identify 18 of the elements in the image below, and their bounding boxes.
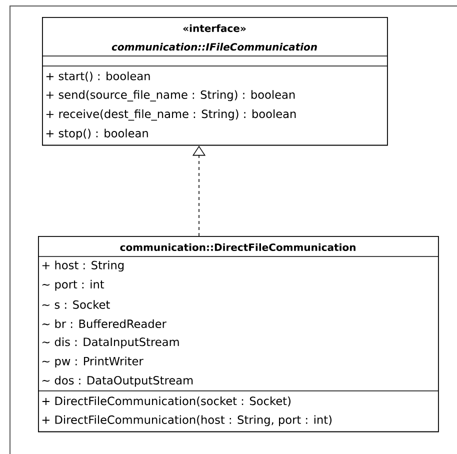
operation: + stop() : boolean xyxy=(46,128,148,140)
attribute: + host : String xyxy=(42,260,124,272)
operation: + DirectFileCommunication(socket : Socket) xyxy=(42,396,290,407)
operation: + start() : boolean xyxy=(46,72,150,82)
class-box xyxy=(38,236,439,432)
interface-box xyxy=(42,17,388,146)
stereotype: «interface» xyxy=(183,24,246,32)
class-name: communication::IFileCommunication xyxy=(112,42,317,51)
attribute: ~ br : BufferedReader xyxy=(42,319,166,328)
attribute: ~ dos : DataOutputStream xyxy=(42,376,193,387)
attribute: ~ dis : DataInputStream xyxy=(42,337,179,348)
class-name: communication::DirectFileCommunication xyxy=(120,243,356,252)
attribute: ~ port : int xyxy=(42,280,104,291)
operation: + receive(dest_file_name : String) : boolean xyxy=(46,109,296,121)
attribute: ~ s : Socket xyxy=(42,300,110,309)
operation: + send(source_file_name : String) : boolean xyxy=(46,90,295,102)
attribute: ~ pw : PrintWriter xyxy=(42,356,144,368)
operation: + DirectFileCommunication(host : String, port : int) xyxy=(42,415,332,426)
